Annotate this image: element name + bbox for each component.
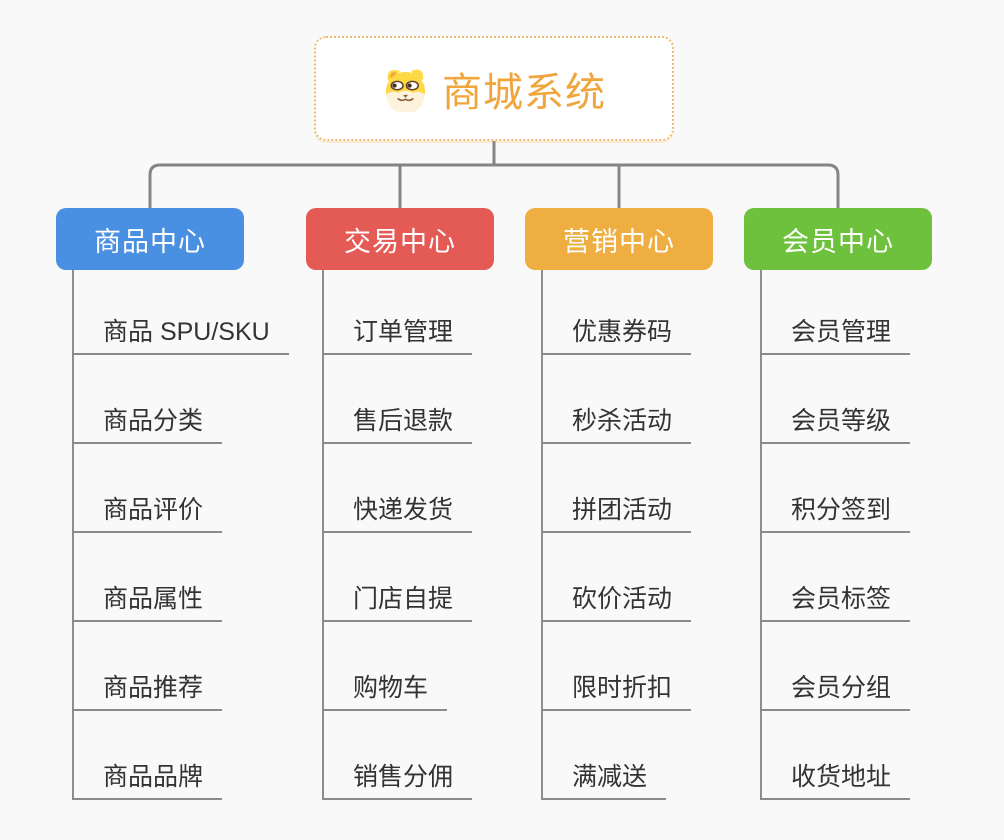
subtopic[interactable]: 拼团活动 bbox=[541, 491, 692, 533]
root-title: 商城系统 bbox=[442, 70, 606, 115]
subtopic[interactable]: 订单管理 bbox=[322, 313, 473, 355]
subtopic[interactable]: 门店自提 bbox=[322, 580, 473, 622]
subtopic[interactable]: 商品属性 bbox=[72, 580, 223, 622]
subtopic[interactable]: 商品评价 bbox=[72, 491, 223, 533]
subtopic[interactable]: 商品 SPU/SKU bbox=[72, 313, 289, 355]
subtopic[interactable]: 会员标签 bbox=[760, 580, 911, 622]
branch-node-product-center[interactable]: 商品中心 bbox=[56, 208, 244, 270]
subtopic[interactable]: 商品品牌 bbox=[72, 758, 223, 800]
branch-product-center: 商品中心 商品 SPU/SKU 商品分类 商品评价 商品属性 商品推荐 商品品牌 bbox=[56, 208, 289, 800]
branch-node-marketing-center[interactable]: 营销中心 bbox=[525, 208, 713, 270]
branch-bus-line bbox=[148, 163, 840, 208]
subtopic[interactable]: 限时折扣 bbox=[541, 669, 692, 711]
subtopic[interactable]: 会员管理 bbox=[760, 313, 911, 355]
subtopic[interactable]: 优惠券码 bbox=[541, 313, 692, 355]
branch-vertical-line bbox=[541, 270, 543, 800]
subtopic[interactable]: 快递发货 bbox=[322, 491, 473, 533]
branch-member-center: 会员中心 会员管理 会员等级 积分签到 会员标签 会员分组 收货地址 bbox=[744, 208, 932, 800]
branch-node-member-center[interactable]: 会员中心 bbox=[744, 208, 932, 270]
branch-node-trade-center[interactable]: 交易中心 bbox=[306, 208, 494, 270]
subtopic[interactable]: 积分签到 bbox=[760, 491, 911, 533]
subtopic[interactable]: 满减送 bbox=[541, 758, 667, 800]
root-node[interactable]: 商城系统 bbox=[314, 36, 674, 141]
branch-vertical-line bbox=[322, 270, 324, 800]
subtopic[interactable]: 商品推荐 bbox=[72, 669, 223, 711]
subtopic[interactable]: 购物车 bbox=[322, 669, 448, 711]
subtopic[interactable]: 收货地址 bbox=[760, 758, 911, 800]
subtopic[interactable]: 秒杀活动 bbox=[541, 402, 692, 444]
subtopic[interactable]: 砍价活动 bbox=[541, 580, 692, 622]
subtopic[interactable]: 会员分组 bbox=[760, 669, 911, 711]
subtopic[interactable]: 会员等级 bbox=[760, 402, 911, 444]
branch-vertical-line bbox=[72, 270, 74, 800]
branch-trade-center: 交易中心 订单管理 售后退款 快递发货 门店自提 购物车 销售分佣 bbox=[306, 208, 494, 800]
branch-vertical-line bbox=[760, 270, 762, 800]
subtopic[interactable]: 商品分类 bbox=[72, 402, 223, 444]
subtopic[interactable]: 售后退款 bbox=[322, 402, 473, 444]
branch-marketing-center: 营销中心 优惠券码 秒杀活动 拼团活动 砍价活动 限时折扣 满减送 bbox=[525, 208, 713, 800]
subtopic[interactable]: 销售分佣 bbox=[322, 758, 473, 800]
dog-icon bbox=[385, 69, 426, 112]
